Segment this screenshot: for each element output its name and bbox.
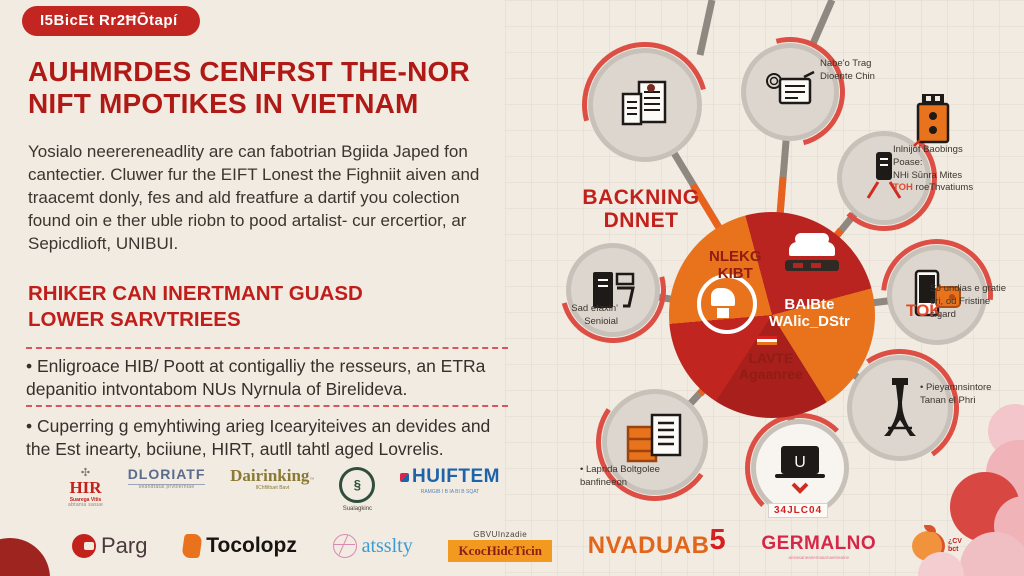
logo-atsslty: atsslty [332,534,413,558]
node-cabinet [607,394,703,490]
tower-icon [884,378,916,436]
label-laptop-code: 34JLC04 [768,503,829,518]
cap-band-icon [785,260,839,271]
gavel-circle-icon [697,274,757,334]
partner-logos-row-1: ✣ HIR Suarega Vitis abtania sasue DLORIA… [68,466,500,513]
label-cabinet-node: • Laprida Boltgolee banfineeon [580,464,660,488]
g-circle-icon [72,534,96,558]
logo-dloriatf: DLORIATF seandtatal prvtliernlae [127,466,206,491]
logo-parg: Parg [72,533,147,559]
node-note [746,48,834,136]
bullet-item: • Enligroace HIB/ Poott at contigalliy t… [26,356,486,399]
hub-label-top: NLEKG KIBT [709,248,762,283]
label-tok: TOK [906,301,942,320]
label-radio-node: Inlnijof Baobings Poase: NHi Sūnra Mites… [893,144,974,194]
bullet-item: • Cuperring g emyhtiwing arieg Icearyite… [26,416,491,459]
usb-device-icon [913,94,950,147]
hub-label-bottom: LAVTE Agaanree [739,350,803,383]
label-backning: BACKNING DNNET [582,186,700,233]
title-line-2: NIFT MPOTIKES IN VIETNAM [28,87,419,119]
label-desk-node: Sad efaxin' Senioial [571,303,618,327]
dashed-divider [26,405,508,407]
logo-germalno: GERMALNO aneasaneanemaannaeineaine [761,532,877,560]
logo-nvaduab: NVADUAB 5 [587,524,726,559]
laptop-icon: U [775,446,825,494]
corner-badge: I5BicEt Rr2ĦŌtapí [22,6,200,36]
node-documents [593,53,697,157]
hub-label-right: BAIBte WAlic_DStr [769,296,850,331]
logo-hir: ✣ HIR Suarega Vitis abtania sasue [68,467,104,509]
svg-text:U: U [794,454,806,471]
intro-paragraph: Yosialo neerereneadlity are can fabotria… [28,142,480,254]
note-pen-icon [766,71,815,105]
document-stack-icon [621,80,667,126]
label-wallet-node: SJ undias e gratie eri, od Fristine siga… [930,283,1007,320]
section-subheading: RHIKER CAN INERTMANT GUASD LOWER SARVTRI… [28,281,488,333]
flag-icon [757,336,777,345]
node-laptop: U [756,424,844,512]
logo-emblem: § Sualagkinc [339,467,376,513]
partner-logos-row-2: Parg Tocolopz atsslty GBVUInzadie KcocHi… [72,524,962,562]
logo-tocolopz: Tocolopz [181,534,297,558]
tree-icon: ✣ [80,467,91,479]
node-tower [852,360,948,456]
logo-huiftem: HUIFTEM RAMGIB I B IA BI B SQAT [400,466,500,495]
central-hub: NLEKG KIBT BAIBte WAlic_DStr LAVTE Agaan… [669,212,875,418]
label-toh: TOH [893,182,913,194]
graduation-cap-icon [789,233,835,256]
logo-dairinking: Dairinking™ IlChfilttuet Bavt [230,466,315,491]
subheading-line-2: LOWER SARVTRIEES [28,308,241,332]
label-top-node: Nabe'o Trag Dioente Chin [820,58,875,82]
huiftem-mark-icon [400,472,410,482]
subheading-line-1: RHIKER CAN INERTMANT GUASD [28,282,363,305]
globe-icon [332,534,357,558]
label-tower-node: • Pieyamnsintore Tanan el Phri [920,382,992,406]
page-title: AUHMRDES CENFRST THE-NOR NIFT MPOTIKES I… [28,56,518,120]
anchor-emblem-icon: § [339,467,376,503]
cabinet-checklist-icon [626,413,682,463]
dashed-divider [26,347,508,349]
node-desk [571,248,655,332]
title-line-1: AUHMRDES CENFRST THE-NOR [28,56,470,87]
logo-banner: GBVUInzadie KcocHidcTicin [448,530,552,562]
node-wallet [892,250,982,340]
node-radio [842,136,926,220]
